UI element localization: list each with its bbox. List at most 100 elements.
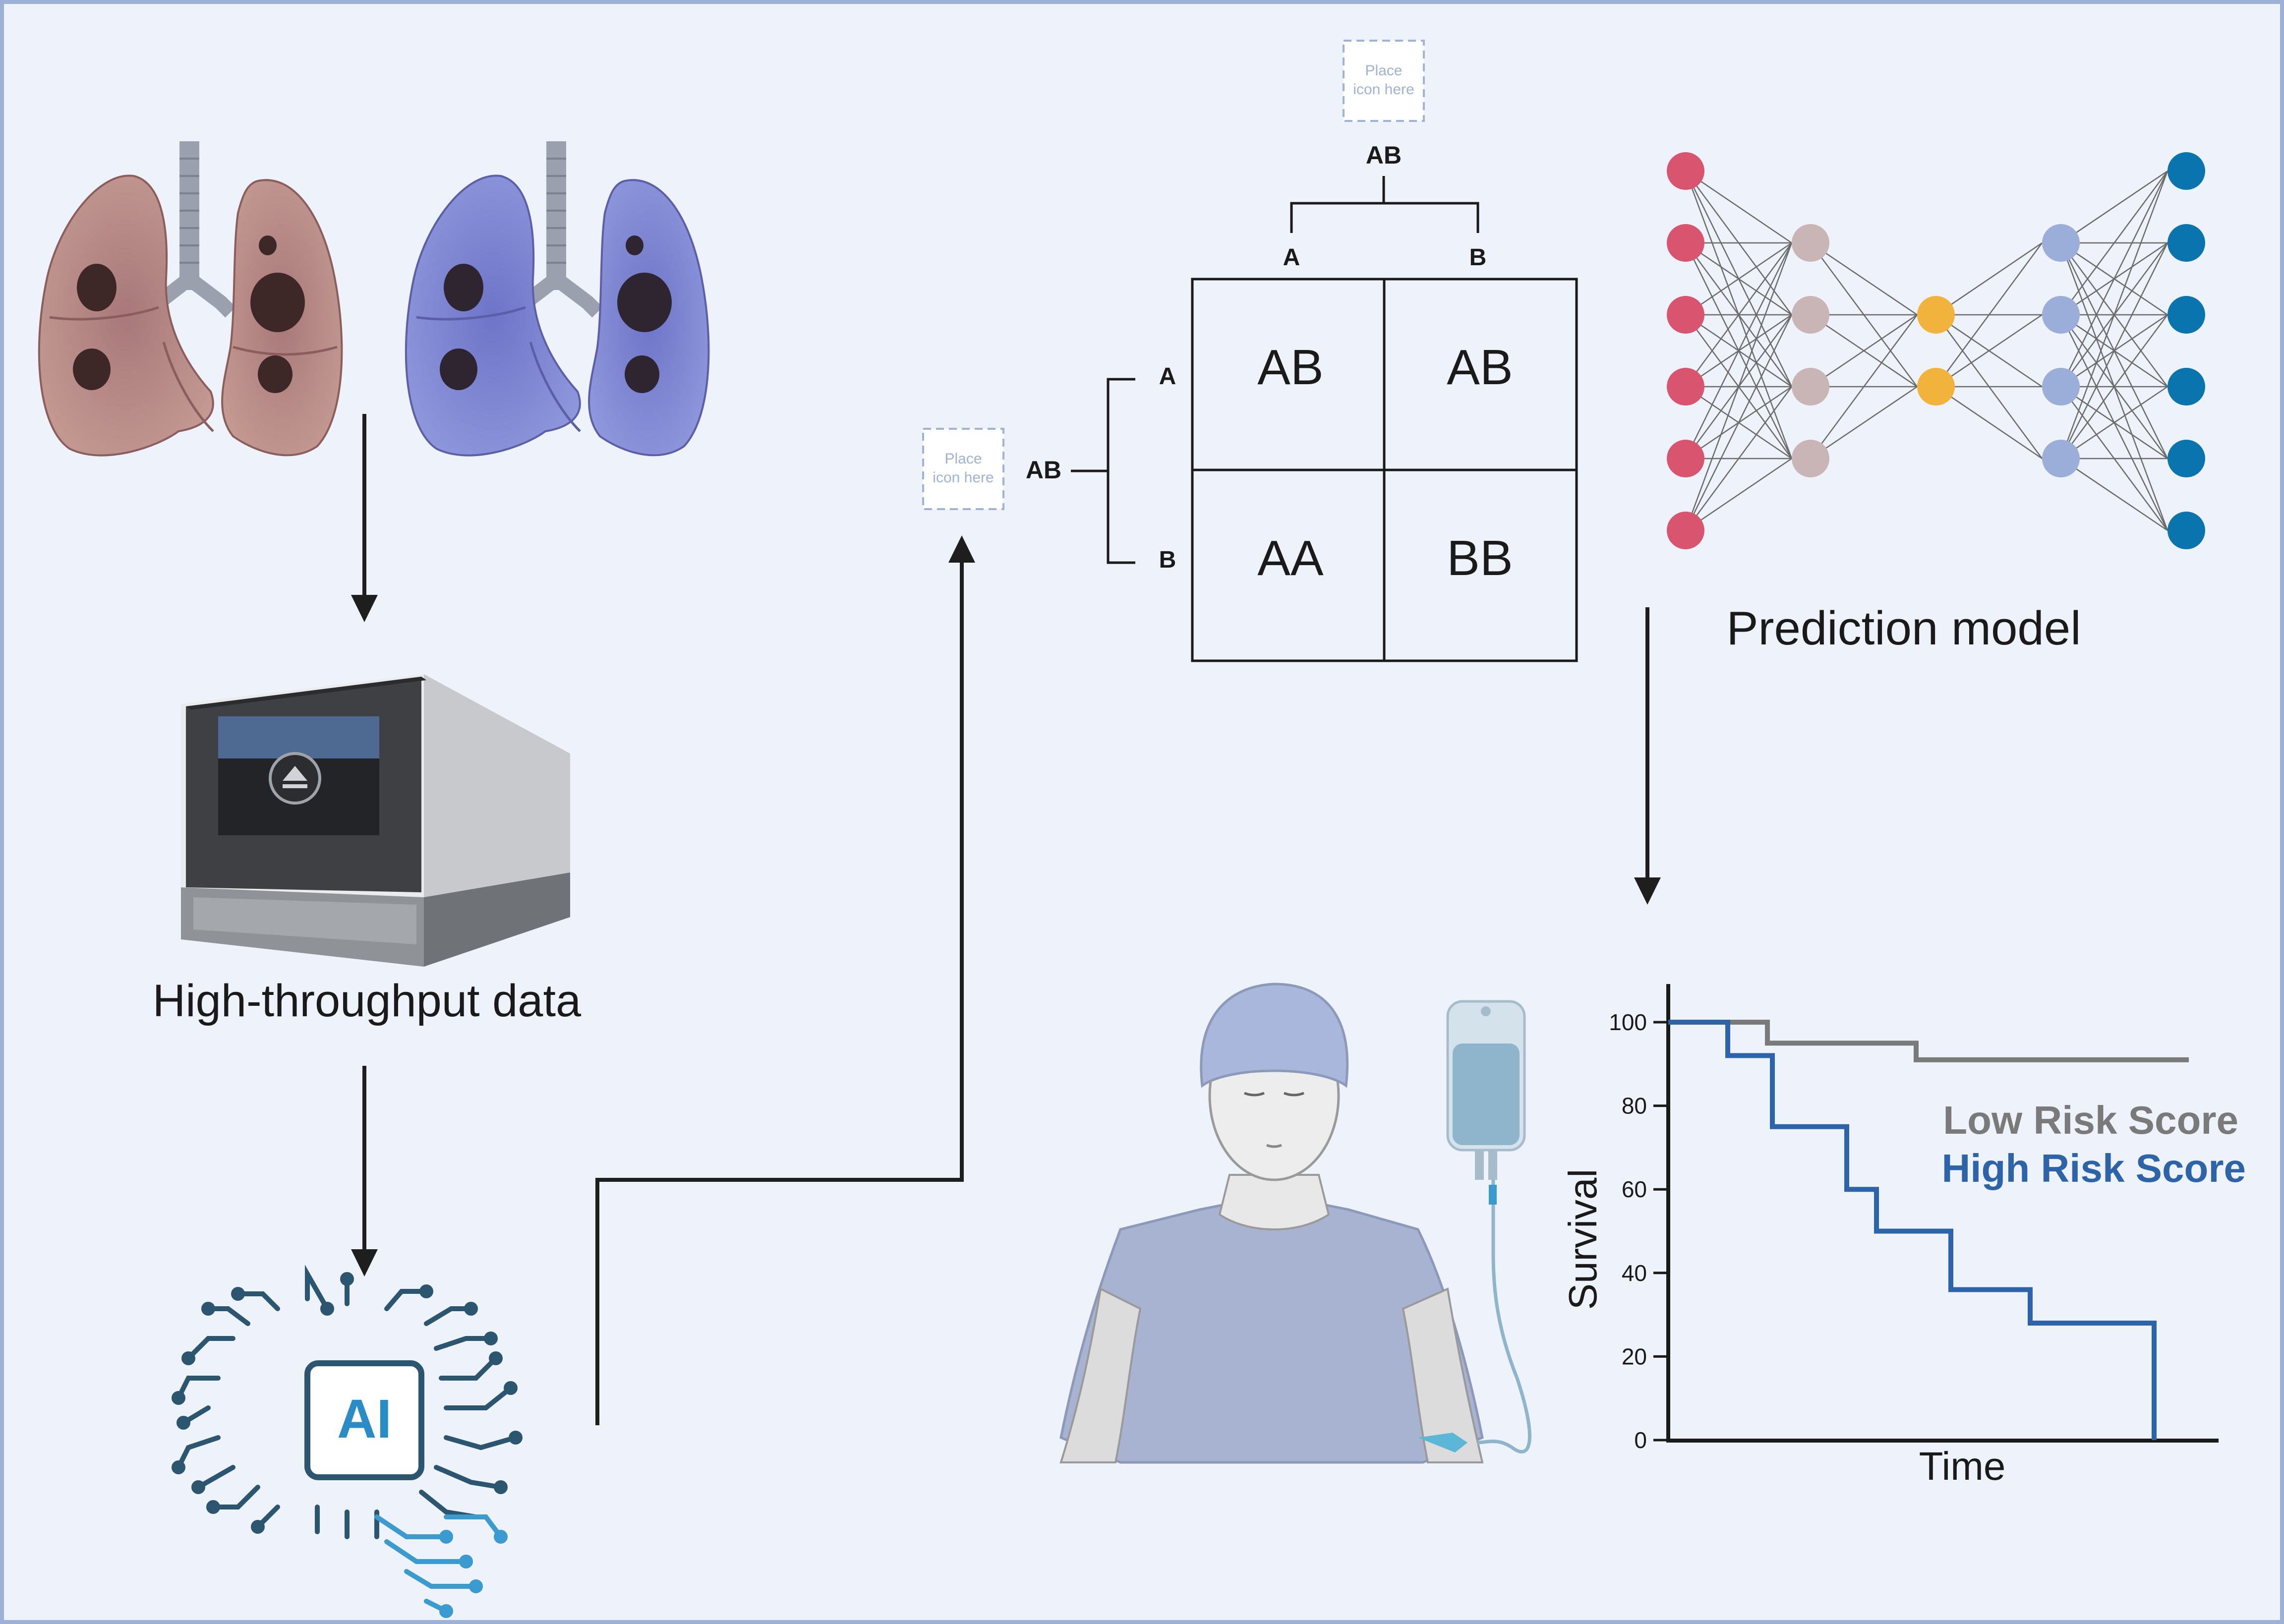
network-node-l5-n3 [2167, 296, 2205, 334]
network-edge [2060, 386, 2168, 460]
network-nodes [1667, 152, 2205, 549]
network-node-l5-n2 [2167, 224, 2205, 262]
connector-ai-to-genotype [595, 535, 975, 1425]
network-edge [2060, 242, 2168, 459]
network-node-l2-n1 [1792, 224, 1829, 262]
legend-low-risk: Low Risk Score [1943, 1098, 2238, 1142]
ai-badge: AI [304, 1360, 424, 1480]
network-node-l2-n4 [1792, 440, 1829, 477]
y-tick-label-0: 0 [1634, 1427, 1647, 1453]
network-node-l2-n3 [1792, 368, 1829, 406]
placeholder-left: Place icon here [922, 428, 1004, 510]
network-edge [2060, 314, 2168, 459]
sequencer-instrument-icon [181, 674, 570, 967]
network-edge [1810, 386, 1918, 460]
network-node-l5-n6 [2167, 512, 2205, 549]
punnett-cell-1-1: AB [1257, 340, 1323, 395]
y-tick-label-20: 20 [1622, 1343, 1647, 1369]
network-node-l1-n4 [1667, 368, 1704, 406]
lungs-blue-icon [405, 141, 710, 457]
chart-axes: 0 20 40 60 80 100 [1609, 984, 2219, 1453]
punnett-top-parent: AB [1366, 141, 1402, 169]
network-node-l1-n6 [1667, 512, 1704, 549]
punnett-left-parent: AB [1026, 456, 1061, 484]
network-edge [1935, 242, 2043, 387]
legend-high-risk: High Risk Score [1941, 1146, 2246, 1190]
chart-series [1668, 1020, 2189, 1440]
placeholder-left-line2: icon here [933, 469, 994, 486]
arrow-sequencer-to-ai [351, 1066, 378, 1276]
x-axis-label: Time [1919, 1444, 2006, 1488]
iv-bag-icon [1418, 1000, 1531, 1453]
survival-chart: 0 20 40 60 80 100 Survival Time Low Risk Scor… [1561, 984, 2246, 1488]
network-edge [1685, 242, 1793, 531]
network-edge [2060, 458, 2168, 531]
y-tick-label-60: 60 [1622, 1176, 1647, 1202]
network-edge [1685, 170, 1792, 244]
network-edges [1685, 170, 2168, 531]
network-edge [1685, 314, 1793, 531]
network-node-l1-n3 [1667, 296, 1704, 334]
network-node-l4-n1 [2042, 224, 2080, 262]
ai-brain-circuit-icon [172, 1265, 523, 1539]
punnett-left-bracket [1071, 378, 1135, 564]
network-node-l3-n2 [1917, 368, 1955, 406]
network-node-l1-n1 [1667, 152, 1704, 190]
punnett-top-bracket [1290, 176, 1479, 233]
patient-icon [1059, 983, 1484, 1464]
network-edge [2060, 171, 2168, 459]
y-tick-label-80: 80 [1622, 1093, 1647, 1119]
prediction-model-label: Prediction model [1726, 602, 2081, 655]
network-node-l5-n4 [2167, 368, 2205, 406]
lungs-diseased-icon [38, 141, 343, 457]
arrow-lungs-to-sequencer [351, 414, 378, 622]
network-edge [1810, 242, 1918, 316]
placeholder-top-line1: Place [1365, 62, 1402, 79]
series-high-risk-line [1668, 1020, 2157, 1440]
network-edge [1935, 242, 2043, 316]
punnett-col-allele-2: B [1469, 244, 1487, 271]
y-axis-label: Survival [1561, 1169, 1605, 1310]
series-low-risk-line [1668, 1020, 2189, 1062]
network-edge [2060, 171, 2168, 315]
punnett-cell-1-2: AB [1447, 340, 1513, 395]
punnett-col-allele-1: A [1283, 244, 1300, 271]
network-node-l2-n2 [1792, 296, 1829, 334]
network-edge [1685, 386, 1793, 531]
ai-badge-text: AI [337, 1389, 392, 1450]
network-edge [2060, 170, 2168, 244]
punnett-cell-2-1: AA [1257, 530, 1324, 586]
network-edge [1935, 386, 2043, 460]
network-edge [1685, 458, 1792, 531]
network-edge [1935, 314, 2043, 388]
y-tick-label-100: 100 [1609, 1009, 1647, 1035]
ai-brain-lower-circuit [374, 1514, 508, 1618]
placeholder-top-line2: icon here [1353, 81, 1414, 98]
network-node-l4-n2 [2042, 296, 2080, 334]
punnett-row-allele-2: B [1159, 547, 1176, 573]
placeholder-left-line1: Place [944, 451, 982, 467]
network-node-l1-n2 [1667, 224, 1704, 262]
network-edge [1810, 314, 1918, 388]
network-node-l1-n5 [1667, 440, 1704, 477]
network-node-l4-n4 [2042, 440, 2080, 477]
network-edge [1810, 314, 1918, 459]
network-edge [1685, 242, 1793, 459]
punnett-grid [1191, 278, 1578, 662]
network-edge [1685, 242, 1793, 387]
punnett-cell-2-2: BB [1447, 530, 1513, 586]
placeholder-top: Place icon here [1343, 40, 1425, 122]
network-edge [1685, 242, 1792, 316]
y-tick-label-40: 40 [1622, 1260, 1647, 1286]
arrow-model-to-chart [1634, 607, 1661, 905]
network-node-l3-n1 [1917, 296, 1955, 334]
network-node-l5-n5 [2167, 440, 2205, 477]
high-throughput-label: High-throughput data [153, 976, 582, 1026]
network-edge [2060, 171, 2168, 387]
network-node-l4-n3 [2042, 368, 2080, 406]
punnett-row-allele-1: A [1159, 363, 1176, 390]
network-node-l5-n1 [2167, 152, 2205, 190]
